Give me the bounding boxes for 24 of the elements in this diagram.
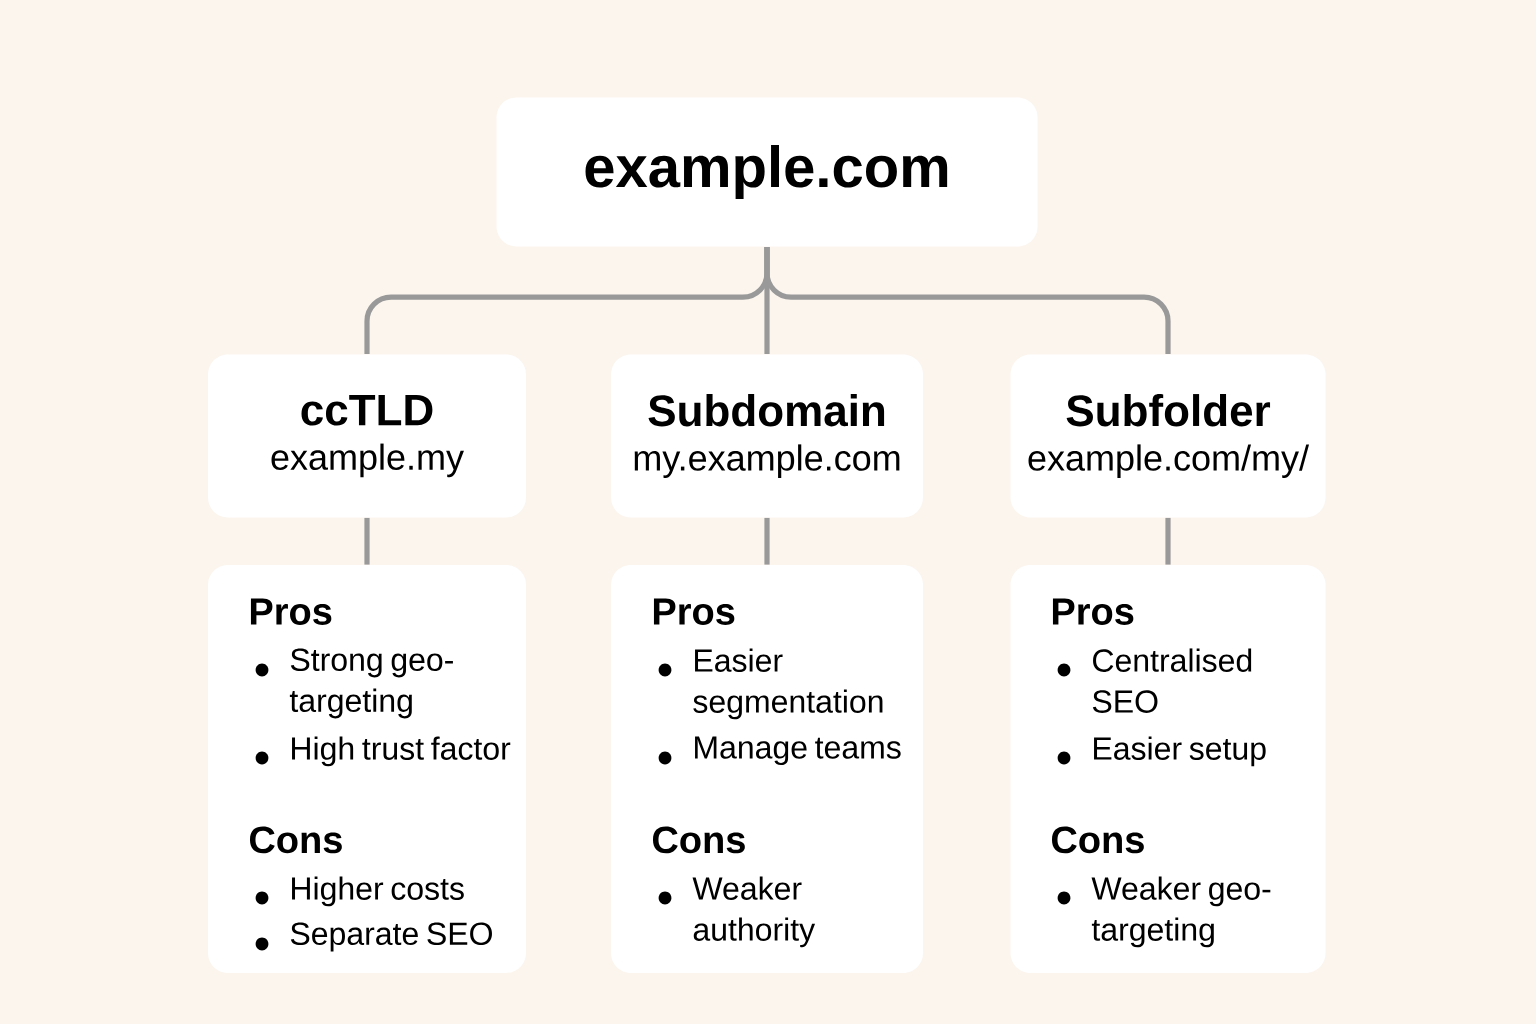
section-heading: Cons	[250, 826, 342, 854]
section-heading: Pros	[250, 598, 332, 625]
option-card: Subdomain my.example.com	[611, 354, 923, 518]
option-card: ccTLD example.my	[208, 354, 526, 518]
option-card: Subfolder example.com/my/	[1010, 354, 1326, 518]
list-item: Higher costs	[292, 876, 464, 907]
section-heading: Pros	[1052, 598, 1134, 625]
list-item: Manage teams	[695, 736, 901, 766]
connector-line	[1165, 517, 1171, 565]
list-item: Separate SEO	[290, 922, 492, 952]
list-item: Centralised SEO	[1092, 648, 1252, 713]
section-heading: Cons	[653, 826, 745, 854]
list-item: Easier setup	[1094, 736, 1266, 767]
connector-line	[364, 517, 370, 565]
domain-box: example.com	[496, 97, 1038, 247]
section-heading: Cons	[1052, 826, 1144, 854]
list-item: High trust factor	[292, 736, 511, 767]
list-item: Easier segmentation	[693, 648, 883, 720]
list-item: Strong geo-targeting	[289, 648, 453, 719]
section-heading: Pros	[653, 598, 735, 625]
connector-line	[764, 517, 770, 565]
list-item: Weaker authority	[692, 876, 816, 948]
connector-line	[764, 246, 1171, 355]
list-item: Weaker geo-targeting	[1091, 876, 1271, 948]
